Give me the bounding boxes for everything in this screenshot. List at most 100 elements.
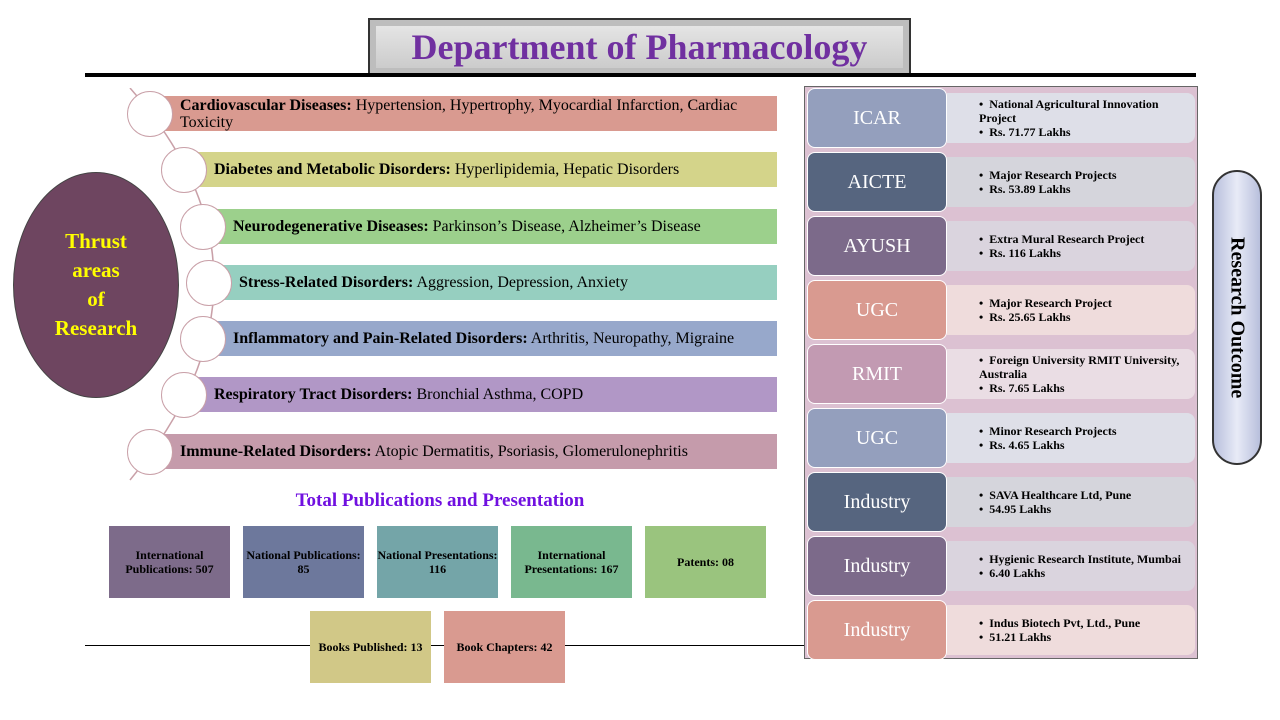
publication-stat: International Publications: 507 bbox=[109, 526, 230, 598]
thrust-item-heading: Cardiovascular Diseases: bbox=[180, 96, 352, 114]
funding-agency-label: Industry bbox=[843, 554, 911, 577]
publication-stat: Book Chapters: 42 bbox=[444, 611, 565, 683]
thrust-bullet-circle bbox=[180, 316, 226, 362]
funding-agency: RMIT bbox=[807, 344, 947, 404]
thrust-bullet-circle bbox=[127, 91, 173, 137]
funding-detail-line: • 54.95 Lakhs bbox=[973, 502, 1195, 516]
bullet-icon: • bbox=[979, 310, 984, 324]
publication-stat-label: National Presentations: 116 bbox=[377, 548, 498, 576]
page-title: Department of Pharmacology bbox=[368, 18, 911, 76]
funding-detail-text: Rs. 53.89 Lakhs bbox=[989, 182, 1071, 196]
thrust-bullet-circle bbox=[161, 147, 207, 193]
bullet-icon: • bbox=[979, 566, 984, 580]
bullet-icon: • bbox=[979, 182, 984, 196]
thrust-bullet-circle bbox=[180, 204, 226, 250]
bullet-icon: • bbox=[979, 381, 984, 395]
funding-detail-line: •SAVA Healthcare Ltd, Pune bbox=[973, 488, 1195, 502]
funding-detail-text: Minor Research Projects bbox=[989, 424, 1117, 438]
funding-detail-text: Extra Mural Research Project bbox=[989, 232, 1145, 246]
funding-detail-text: Major Research Project bbox=[989, 296, 1112, 310]
publication-stat-label: National Publications: 85 bbox=[246, 548, 361, 576]
bullet-icon: • bbox=[979, 424, 984, 438]
title-rule bbox=[85, 73, 1196, 77]
bullet-icon: • bbox=[979, 353, 984, 367]
research-outcome-label: Research Outcome bbox=[1212, 170, 1262, 465]
funding-agency-label: Industry bbox=[843, 490, 911, 513]
funding-agency: Industry bbox=[807, 472, 947, 532]
thrust-bullet-circle bbox=[186, 260, 232, 306]
thrust-item-detail: Hypertension, Hypertrophy, Myocardial In… bbox=[180, 96, 738, 131]
research-outcome-panel: •National Agricultural Innovation Projec… bbox=[804, 86, 1198, 660]
bullet-icon: • bbox=[979, 232, 984, 246]
funding-detail-text: 54.95 Lakhs bbox=[989, 502, 1052, 516]
thrust-item-heading: Neurodegenerative Diseases: bbox=[233, 218, 429, 235]
funding-agency-label: UGC bbox=[855, 298, 899, 321]
publication-stat: National Presentations: 116 bbox=[377, 526, 498, 598]
bullet-icon: • bbox=[979, 488, 984, 502]
publication-stat-label: International Presentations: 167 bbox=[524, 548, 619, 576]
thrust-item: Respiratory Tract Disorders: Bronchial A… bbox=[184, 377, 777, 412]
funding-details: •Foreign University RMIT University, Aus… bbox=[947, 349, 1195, 399]
funding-detail-text: Indus Biotech Pvt, Ltd., Pune bbox=[989, 616, 1141, 630]
bullet-icon: • bbox=[979, 97, 984, 111]
funding-agency-label: AYUSH bbox=[843, 234, 911, 257]
thrust-item-heading: Respiratory Tract Disorders: bbox=[214, 386, 413, 403]
bullet-icon: • bbox=[979, 168, 984, 182]
funding-detail-text: Rs. 7.65 Lakhs bbox=[989, 381, 1065, 395]
funding-agency: Industry bbox=[807, 536, 947, 596]
research-outcome-text: Research Outcome bbox=[1226, 236, 1249, 399]
funding-detail-line: •Major Research Projects bbox=[973, 168, 1195, 182]
funding-detail-line: •Hygienic Research Institute, Mumbai bbox=[973, 552, 1195, 566]
funding-detail-line: •51.21 Lakhs bbox=[973, 630, 1195, 644]
publication-stat: National Publications: 85 bbox=[243, 526, 364, 598]
thrust-item-detail: Aggression, Depression, Anxiety bbox=[413, 274, 628, 291]
funding-agency: UGC bbox=[807, 408, 947, 468]
publication-stat: Books Published: 13 bbox=[310, 611, 431, 683]
funding-agency-label: UGC bbox=[855, 426, 899, 449]
funding-agency-label: ICAR bbox=[853, 106, 901, 129]
funding-detail-text: 51.21 Lakhs bbox=[989, 630, 1052, 644]
funding-agency-label: Industry bbox=[843, 618, 911, 641]
thrust-item-detail: Atopic Dermatitis, Psoriasis, Glomerulon… bbox=[371, 443, 688, 460]
funding-details: •National Agricultural Innovation Projec… bbox=[947, 93, 1195, 143]
funding-detail-text: Rs. 25.65 Lakhs bbox=[989, 310, 1071, 324]
thrust-item: Immune-Related Disorders: Atopic Dermati… bbox=[150, 434, 777, 469]
thrust-item: Diabetes and Metabolic Disorders: Hyperl… bbox=[184, 152, 777, 187]
funding-detail-line: • Rs. 25.65 Lakhs bbox=[973, 310, 1195, 324]
thrust-item: Cardiovascular Diseases: Hypertension, H… bbox=[150, 96, 777, 131]
thrust-item-heading: Diabetes and Metabolic Disorders: bbox=[214, 161, 451, 178]
funding-detail-line: • Extra Mural Research Project bbox=[973, 232, 1195, 246]
thrust-item-heading: Immune-Related Disorders: bbox=[180, 443, 372, 460]
funding-detail-line: • Major Research Project bbox=[973, 296, 1195, 310]
funding-agency-label: AICTE bbox=[847, 170, 907, 193]
funding-details: •Hygienic Research Institute, Mumbai•6.4… bbox=[947, 541, 1195, 591]
funding-detail-text: Foreign University RMIT University, Aust… bbox=[979, 353, 1180, 381]
funding-agency: Industry bbox=[807, 600, 947, 660]
publication-stat-label: Patents: 08 bbox=[677, 555, 734, 569]
funding-agency: UGC bbox=[807, 280, 947, 340]
funding-detail-text: Rs. 116 Lakhs bbox=[989, 246, 1061, 260]
thrust-line: of bbox=[87, 287, 105, 311]
publication-stat-label: Book Chapters: 42 bbox=[456, 640, 553, 654]
funding-detail-line: • Minor Research Projects bbox=[973, 424, 1195, 438]
bullet-icon: • bbox=[979, 502, 984, 516]
thrust-item-heading: Stress-Related Disorders: bbox=[239, 274, 414, 291]
thrust-item: Stress-Related Disorders: Aggression, De… bbox=[209, 265, 777, 300]
bullet-icon: • bbox=[979, 125, 984, 139]
funding-details: •Indus Biotech Pvt, Ltd., Pune•51.21 Lak… bbox=[947, 605, 1195, 655]
publication-stat-label: Books Published: 13 bbox=[318, 640, 423, 654]
funding-details: •SAVA Healthcare Ltd, Pune• 54.95 Lakhs bbox=[947, 477, 1195, 527]
funding-detail-text: Rs. 71.77 Lakhs bbox=[989, 125, 1071, 139]
publication-stat: International Presentations: 167 bbox=[511, 526, 632, 598]
funding-detail-line: •Rs. 4.65 Lakhs bbox=[973, 438, 1195, 452]
thrust-item-detail: Arthritis, Neuropathy, Migraine bbox=[527, 330, 735, 347]
funding-detail-line: • Rs. 7.65 Lakhs bbox=[973, 381, 1195, 395]
publication-stat-label: International Publications: 507 bbox=[125, 548, 214, 576]
funding-details: • Major Research Project • Rs. 25.65 Lakhs bbox=[947, 285, 1195, 335]
bullet-icon: • bbox=[979, 296, 984, 310]
funding-detail-line: •Rs. 116 Lakhs bbox=[973, 246, 1195, 260]
thrust-line: areas bbox=[72, 258, 120, 282]
thrust-line: Research bbox=[54, 316, 138, 340]
thrust-line: Thrust bbox=[65, 229, 127, 253]
thrust-item-detail: Bronchial Asthma, COPD bbox=[412, 386, 584, 403]
